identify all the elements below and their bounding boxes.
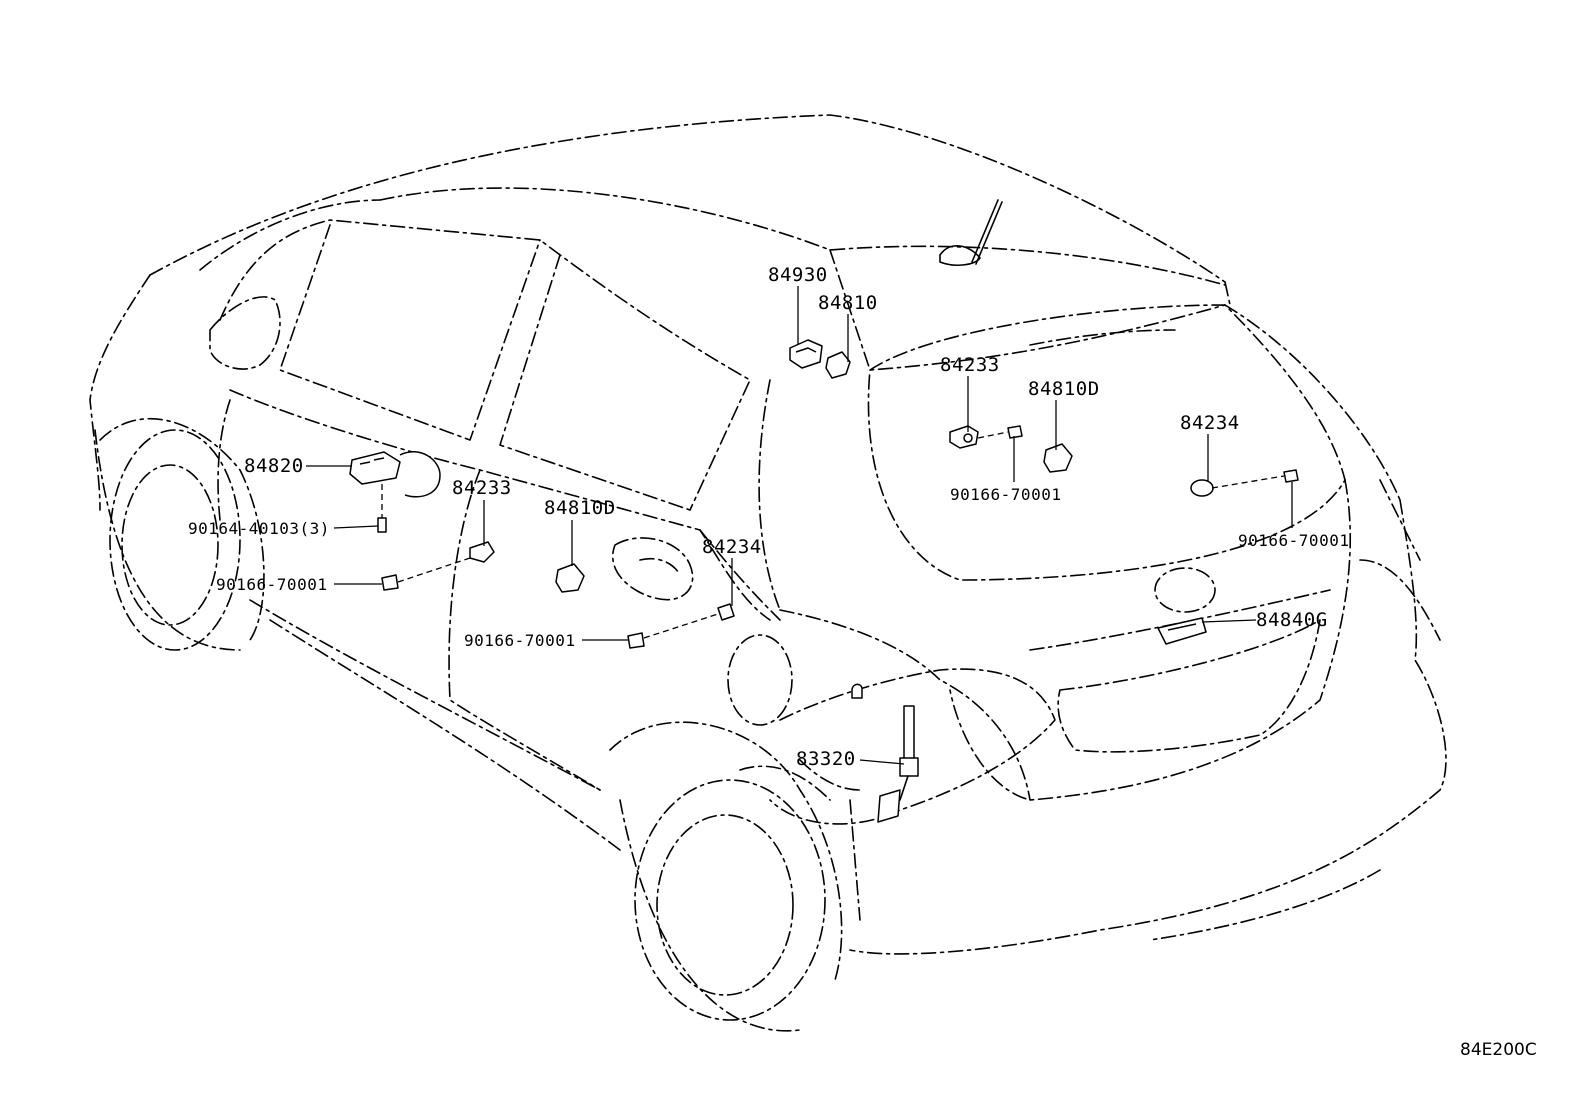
part-labels: 84930 84810 84233 84810D 84234 90166-700… [188,264,1537,1060]
part-84810D-door-switch [555,563,585,593]
part-84840G-switch [1157,617,1207,645]
label-84820[interactable]: 84820 [244,455,304,477]
label-84810D-rear[interactable]: 84810D [1028,378,1100,400]
antenna [939,199,1003,267]
part-84233-door-switch [469,541,495,563]
label-90164[interactable]: 90164-40103(3) [188,519,330,538]
part-84233-rear-switch [949,425,979,449]
label-84810D-door[interactable]: 84810D [544,497,616,519]
screw-90166-rear-right [1283,469,1299,483]
screw-90166-door-rear [627,632,645,649]
label-84930[interactable]: 84930 [768,264,828,286]
screw-90166-rear-left [1007,425,1023,439]
part-84820-window-switch [349,451,441,498]
screw-90166-door-front [381,574,399,591]
leader-lines [306,286,1293,765]
parts [349,339,1299,823]
label-90166-rear-left[interactable]: 90166-70001 [950,485,1061,504]
label-84233-door[interactable]: 84233 [452,477,512,499]
label-90166-rear-right[interactable]: 90166-70001 [1238,531,1349,550]
car-body-outline [89,114,1447,1032]
label-84840G[interactable]: 84840G [1256,609,1328,631]
label-84234-door[interactable]: 84234 [702,536,762,558]
part-84810D-rear-switch [1043,443,1073,473]
part-84234-door-switch [717,603,735,621]
diagram-code: 84E200C [1460,1040,1537,1060]
label-84810[interactable]: 84810 [818,292,878,314]
part-84234-right-switch [1190,479,1214,497]
part-83320-sensor [851,683,919,823]
part-84810-switch [825,351,851,379]
part-84930-switch [789,339,823,369]
label-84233-rear[interactable]: 84233 [940,354,1000,376]
screw-90164 [377,517,387,533]
label-90166-door-rear[interactable]: 90166-70001 [464,631,575,650]
label-84234-right[interactable]: 84234 [1180,412,1240,434]
label-83320[interactable]: 83320 [796,748,856,770]
label-90166-door-front[interactable]: 90166-70001 [216,575,327,594]
